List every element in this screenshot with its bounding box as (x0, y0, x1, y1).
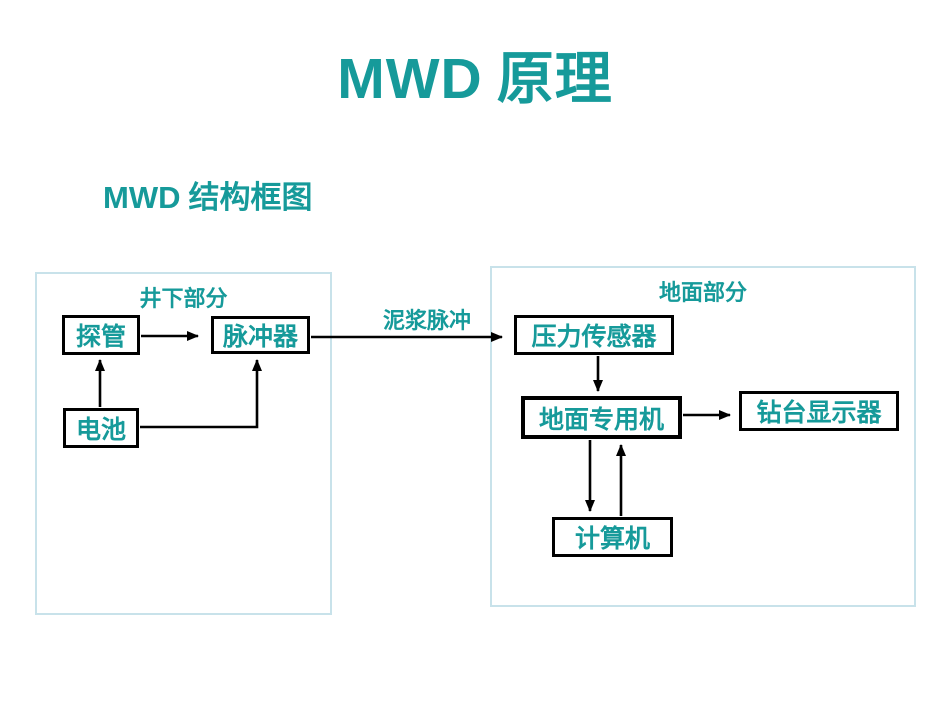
node-pulser: 脉冲器 (211, 316, 310, 354)
diagram-heading-cjk: 结构框图 (188, 180, 313, 215)
page-title-cjk: 原理 (496, 45, 613, 112)
downhole-section-frame: 井下部分 (35, 272, 332, 615)
node-rig-display: 钻台显示器 (739, 391, 899, 431)
page-title-latin: MWD (337, 47, 483, 111)
downhole-section-label: 井下部分 (139, 286, 228, 312)
node-battery-label: 电池 (75, 415, 126, 444)
node-computer-label: 计算机 (574, 524, 650, 553)
mud-pulse-edge-label: 泥浆脉冲 (382, 308, 471, 334)
node-surface-unit: 地面专用机 (521, 396, 682, 439)
node-rig-display-label: 钻台显示器 (756, 398, 882, 427)
node-pressure-sensor-label: 压力传感器 (531, 322, 657, 351)
surface-section-frame: 地面部分 (490, 266, 916, 607)
surface-section-label: 地面部分 (658, 280, 747, 306)
node-surface-unit-label: 地面专用机 (538, 404, 664, 434)
node-pressure-sensor: 压力传感器 (514, 315, 674, 355)
node-computer: 计算机 (552, 517, 673, 557)
diagram-heading-latin: MWD (103, 180, 181, 215)
node-probe: 探管 (62, 315, 140, 355)
node-probe-label: 探管 (75, 322, 126, 351)
node-pulser-label: 脉冲器 (222, 322, 298, 351)
node-battery: 电池 (63, 408, 139, 448)
